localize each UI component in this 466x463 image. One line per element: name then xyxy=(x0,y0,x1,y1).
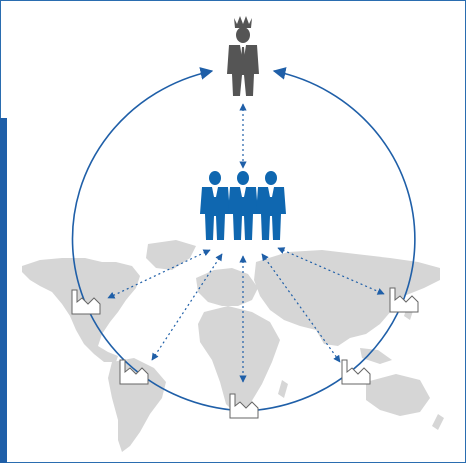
connector-team-factory-2 xyxy=(151,253,223,361)
cycle-arc-right xyxy=(257,67,416,411)
edge-accent-bar xyxy=(0,118,7,463)
cycle-circle xyxy=(71,67,416,411)
island-new-zealand xyxy=(432,414,444,430)
continent-africa xyxy=(198,306,280,414)
connector-team-factory-5 xyxy=(277,247,385,295)
crowned-businessman-icon xyxy=(227,16,259,96)
world-map xyxy=(22,240,444,452)
team-member-right xyxy=(256,171,286,240)
cycle-arc-left xyxy=(71,67,233,411)
team-member-center xyxy=(228,171,258,240)
connectors xyxy=(107,103,385,383)
islands-southeast-asia xyxy=(360,348,392,364)
crown-icon xyxy=(234,16,252,28)
continent-europe xyxy=(196,268,258,306)
continent-greenland xyxy=(146,240,196,270)
factory-icon xyxy=(389,287,419,313)
factories xyxy=(71,287,419,419)
connector-team-factory-4 xyxy=(261,253,341,363)
business-team-icon xyxy=(200,171,286,240)
island-madagascar xyxy=(278,380,288,398)
team-member-left xyxy=(200,171,230,240)
factory-icon xyxy=(229,393,259,419)
factory-icon xyxy=(71,289,101,315)
factory-icon xyxy=(119,359,149,385)
continent-australia xyxy=(366,374,430,416)
factory-icon xyxy=(341,359,371,385)
